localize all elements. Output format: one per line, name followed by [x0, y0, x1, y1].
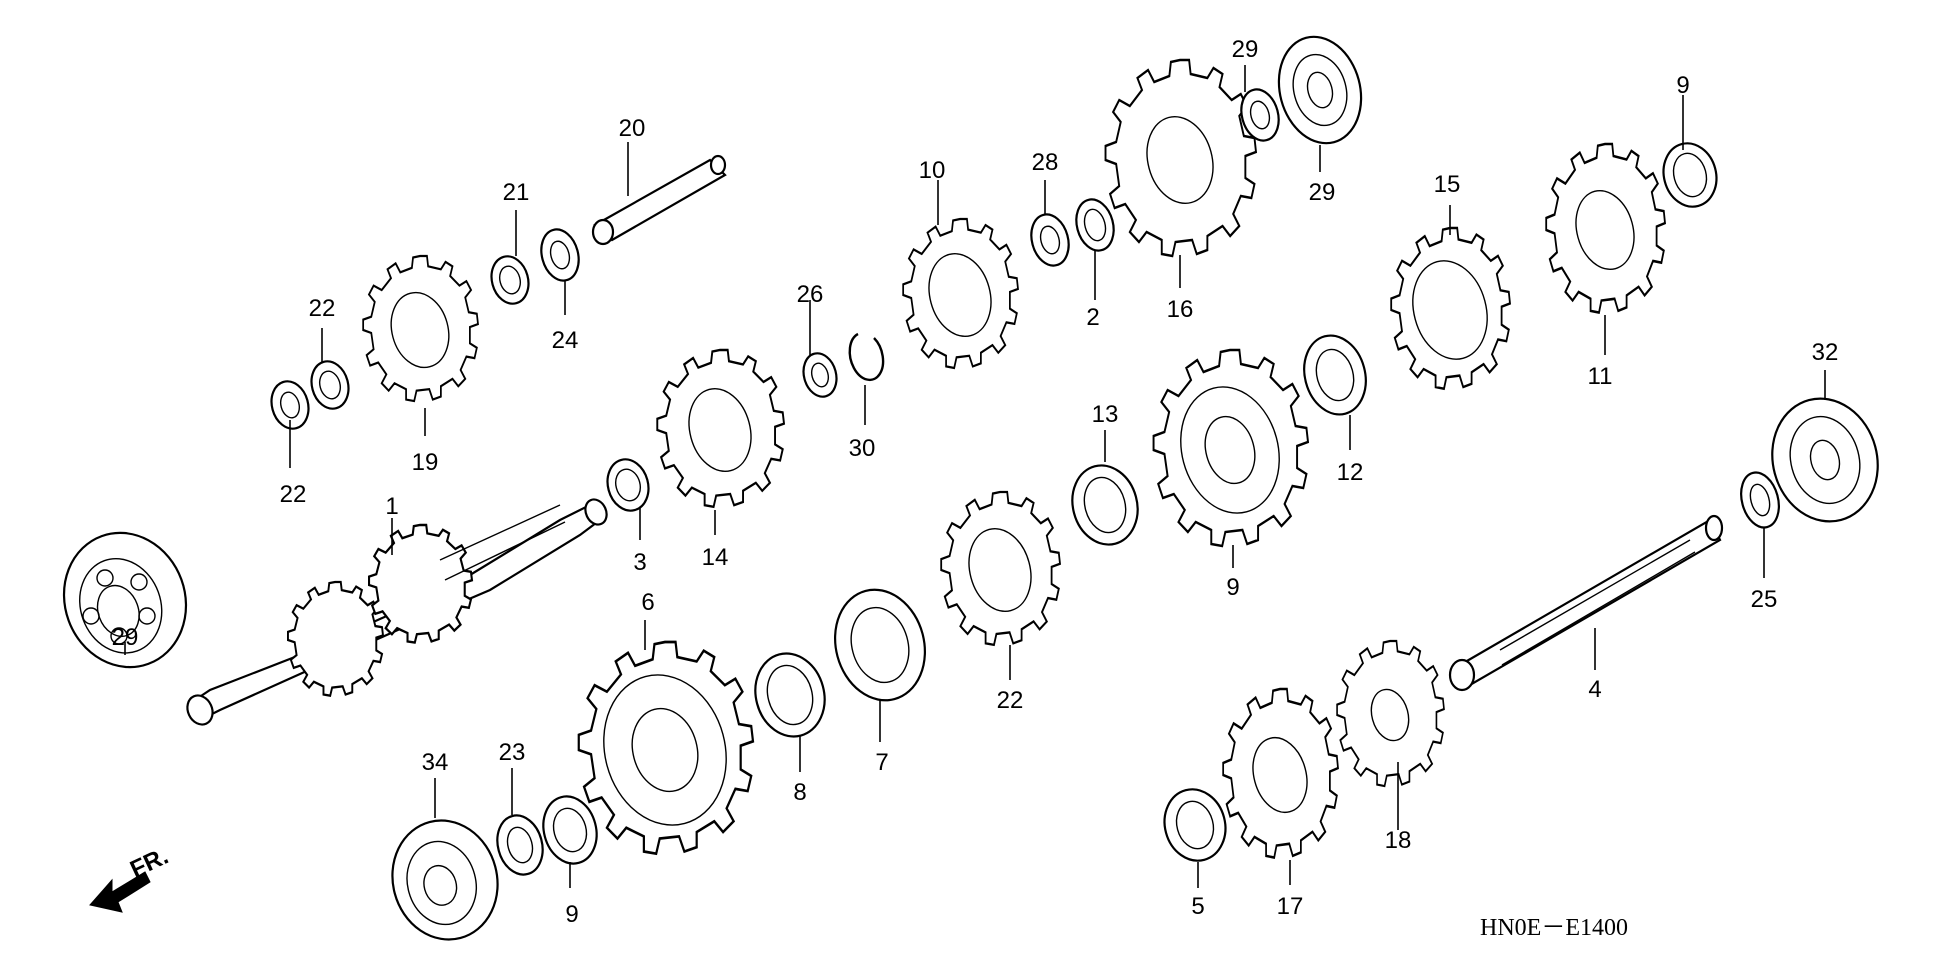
gear-part-12: [1546, 144, 1665, 313]
callout-22-upper: 21: [503, 179, 530, 206]
callout-25: 23: [499, 739, 526, 766]
mainshaft-part-1: [186, 496, 608, 726]
leader-lines: [124, 65, 1826, 888]
callout-15: 14: [702, 544, 729, 571]
gear-part-18: [1223, 689, 1338, 858]
gear-part-10: [1154, 350, 1308, 546]
callout-23: 22: [997, 687, 1024, 714]
callout-6: 6: [641, 589, 654, 616]
gear-part-16: [1391, 228, 1510, 389]
gear-part-23: [941, 492, 1060, 645]
callout-18: 17: [1277, 893, 1304, 920]
gear-part-15: [657, 350, 784, 507]
needle-bearing-part-9-upper: [1662, 142, 1718, 208]
callout-28: 26: [797, 281, 824, 308]
countershaft-part-4: [1448, 514, 1724, 692]
gear-part-20: [363, 256, 478, 401]
callout-16: 15: [1434, 171, 1461, 198]
washer-part-27: [1740, 471, 1780, 529]
bushing-part-22-lower: [310, 360, 350, 410]
callout-29-left: 28: [1032, 149, 1059, 176]
callout-10: 9: [1226, 574, 1239, 601]
gear-part-6: [579, 642, 753, 854]
callout-29-right: 29: [1232, 36, 1259, 63]
callout-7: 7: [875, 749, 888, 776]
callout-33: 32: [1812, 339, 1839, 366]
callout-labels: 29 1 22 22 19 21 20 24 3 14 6 34 23 9 8 …: [112, 36, 1839, 928]
callout-17: 16: [1167, 296, 1194, 323]
callout-21: 20: [619, 115, 646, 142]
callout-9-lower: 9: [565, 901, 578, 928]
callout-26: 24: [552, 327, 579, 354]
bushing-part-2: [1075, 198, 1115, 252]
drawing-code: HN0E－E1400: [1480, 915, 1628, 941]
washer-part-29-right: [1240, 88, 1280, 142]
callout-32: 29: [1309, 179, 1336, 206]
front-label: FR.: [126, 843, 172, 884]
callout-19: 18: [1385, 827, 1412, 854]
callout-1: 1: [385, 493, 398, 520]
gear-part-11: [903, 219, 1018, 368]
front-direction-indicator: FR.: [89, 843, 173, 913]
callout-27: 25: [1751, 586, 1778, 613]
washer-part-25: [496, 814, 544, 876]
callout-14: 13: [1092, 401, 1119, 428]
shaft-part-21: [591, 154, 727, 246]
gear-part-17: [1106, 60, 1256, 256]
bushing-part-14: [1071, 464, 1139, 546]
callout-2: 2: [1086, 304, 1099, 331]
front-arrow-icon: [89, 871, 151, 913]
callout-8: 8: [793, 779, 806, 806]
callout-3: 3: [633, 549, 646, 576]
callout-30: 30: [849, 435, 876, 462]
callout-22-lower: 22: [309, 295, 336, 322]
callout-20: 19: [412, 449, 439, 476]
callout-9-upper: 9: [1676, 72, 1689, 99]
bearing-part-32: [1277, 35, 1363, 145]
washer-part-29-left: [1030, 213, 1070, 267]
gear-part-19: [1337, 641, 1444, 786]
callout-11: 10: [919, 157, 946, 184]
washer-part-26: [540, 228, 580, 282]
callout-5: 5: [1191, 893, 1204, 920]
needle-bearing-part-8: [754, 652, 826, 738]
bushing-part-22-upper: [490, 255, 530, 305]
snap-ring-part-30: [848, 332, 885, 382]
bushing-part-3: [606, 458, 650, 512]
callout-31: 29: [112, 624, 139, 651]
callout-12: 11: [1588, 363, 1613, 390]
callout-4: 4: [1588, 676, 1601, 703]
bushing-part-5: [1163, 788, 1227, 862]
needle-bearing-part-9-lower: [542, 795, 598, 865]
bearing-part-31: [62, 531, 188, 669]
lock-washer-part-28: [802, 352, 838, 398]
collar-part-7: [833, 588, 927, 702]
callout-24: 22: [280, 481, 307, 508]
washer-part-24: [270, 380, 310, 430]
bearing-part-34: [391, 819, 499, 941]
needle-bearing-part-13: [1303, 334, 1367, 416]
bearing-part-33: [1771, 397, 1879, 523]
callout-34: 34: [422, 749, 449, 776]
callout-13: 12: [1337, 459, 1364, 486]
